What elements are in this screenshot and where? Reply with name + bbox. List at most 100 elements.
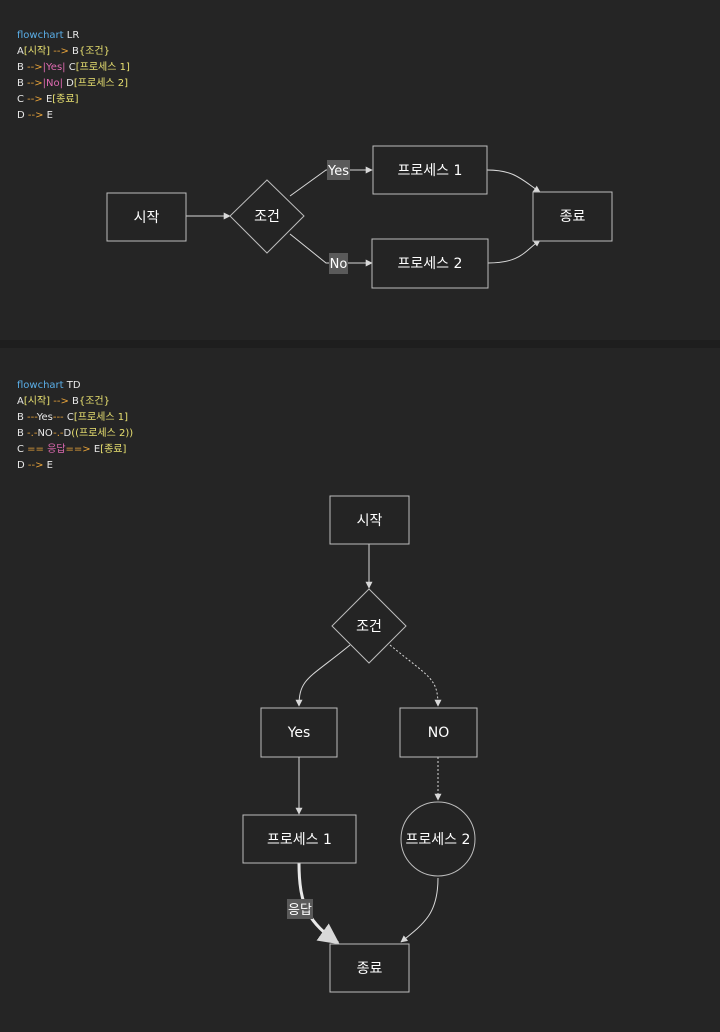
code-token: C (63, 412, 74, 423)
svg-text:Yes: Yes (327, 164, 349, 179)
code-line: B -->|No| D[프로세스 2] (17, 76, 130, 92)
code-token: LR (63, 30, 80, 41)
code-token: --> (27, 62, 43, 73)
lr-node-end: 종료 (532, 191, 613, 242)
lr-edge-process1-end (486, 169, 541, 193)
code-token: --> (50, 396, 72, 407)
code-token: C (17, 444, 28, 455)
code-token: B (17, 78, 28, 89)
lr-edge-condition-process1 (289, 166, 373, 197)
svg-text:프로세스 2: 프로세스 2 (398, 256, 463, 272)
code-line: B -->|Yes| C[프로세스 1] (17, 60, 130, 76)
code-token: ==> (65, 444, 91, 455)
svg-text:조건: 조건 (254, 209, 280, 225)
code-token: [종료] (52, 94, 79, 105)
svg-text:프로세스 1: 프로세스 1 (398, 163, 463, 179)
svg-text:No: No (330, 257, 348, 272)
td-node-condition: 조건 (331, 588, 407, 664)
td-flowchart: 응답 시작 조건 Yes NO 프로세스 1 프로세스 2 종료 (242, 495, 478, 993)
code-token: NO (37, 428, 54, 439)
lr-node-start: 시작 (106, 192, 187, 242)
code-line: flowchart LR (17, 28, 130, 44)
lr-node-process2: 프로세스 2 (371, 238, 489, 289)
svg-text:응답: 응답 (288, 903, 312, 918)
td-node-process1: 프로세스 1 (242, 814, 357, 864)
svg-text:Yes: Yes (287, 725, 311, 741)
td-edge-condition-yes (295, 644, 351, 707)
code-token: --> (27, 94, 43, 105)
code-token: [종료] (100, 444, 127, 455)
code-token: D (17, 110, 28, 121)
code-token: --> (27, 110, 44, 121)
code-token: E (43, 110, 53, 121)
code-line: C == 응답==> E[종료] (17, 442, 133, 458)
code-line: D --> E (17, 458, 133, 474)
code-token: [시작] (23, 396, 51, 407)
code-token: C (17, 94, 28, 105)
td-node-end: 종료 (329, 943, 410, 993)
code-token: E (90, 444, 101, 455)
code-token: {조건} (78, 46, 110, 57)
code-token: Yes (36, 412, 53, 423)
lr-flowchart: Yes No 시작 조건 프로세스 1 프로세스 2 종료 (106, 145, 613, 289)
code-token: C (65, 62, 76, 73)
code-token: --> (50, 46, 72, 57)
lr-node-condition: 조건 (229, 179, 305, 254)
code-token: --- (27, 412, 37, 423)
td-node-start: 시작 (329, 495, 410, 545)
code-token: B (17, 412, 28, 423)
lr-node-process1: 프로세스 1 (372, 145, 488, 195)
svg-text:시작: 시작 (357, 513, 383, 529)
code-token: flowchart (17, 380, 64, 391)
code-token: |No| (42, 78, 63, 89)
lr-edge-label-no: No (329, 253, 348, 274)
code-token: {조건} (78, 396, 110, 407)
code-token: [프로세스 1] (73, 412, 128, 423)
lr-edge-label-yes: Yes (327, 160, 350, 180)
code-token: == (27, 444, 44, 455)
code-token: D (17, 460, 28, 471)
code-line: A[시작] --> B{조건} (17, 394, 133, 410)
svg-text:조건: 조건 (356, 619, 382, 635)
lr-edge-condition-process2 (289, 233, 373, 267)
td-edge-condition-no (389, 644, 442, 707)
code-token: [프로세스 1] (75, 62, 130, 73)
svg-text:프로세스 2: 프로세스 2 (406, 832, 471, 848)
td-edge-process2-end (400, 877, 439, 943)
code-token: A (17, 46, 24, 57)
td-edge-label-response: 응답 (287, 899, 313, 919)
code-line: D --> E (17, 108, 130, 124)
code-token: E (42, 94, 53, 105)
code-token: --> (27, 460, 44, 471)
code-line: C --> E[종료] (17, 92, 130, 108)
code-token: TD (63, 380, 81, 391)
svg-text:NO: NO (428, 725, 450, 741)
code-token: flowchart (17, 30, 64, 41)
svg-text:종료: 종료 (357, 961, 383, 977)
code-token: --- (52, 412, 64, 423)
code-token: [시작] (23, 46, 51, 57)
code-token: -.- (27, 428, 38, 439)
lr-edge-process2-end (487, 239, 541, 264)
code-line: B ---Yes--- C[프로세스 1] (17, 410, 133, 426)
code-token: -.- (53, 428, 64, 439)
code-token: [프로세스 2] (73, 78, 129, 89)
code-line: B -.-NO-.-D((프로세스 2)) (17, 426, 133, 442)
code-token: E (43, 460, 53, 471)
code-token: |Yes| (42, 62, 66, 73)
code-token: D (63, 428, 72, 439)
svg-text:시작: 시작 (134, 210, 160, 226)
code-token: B (72, 46, 79, 57)
code-line: flowchart TD (17, 378, 133, 394)
code-token: 응답 (43, 444, 66, 455)
code-token: B (72, 396, 79, 407)
svg-text:프로세스 1: 프로세스 1 (267, 832, 332, 848)
code-token: D (63, 78, 74, 89)
code-token: A (17, 396, 24, 407)
svg-text:종료: 종료 (560, 209, 586, 225)
code-line: A[시작] --> B{조건} (17, 44, 130, 60)
